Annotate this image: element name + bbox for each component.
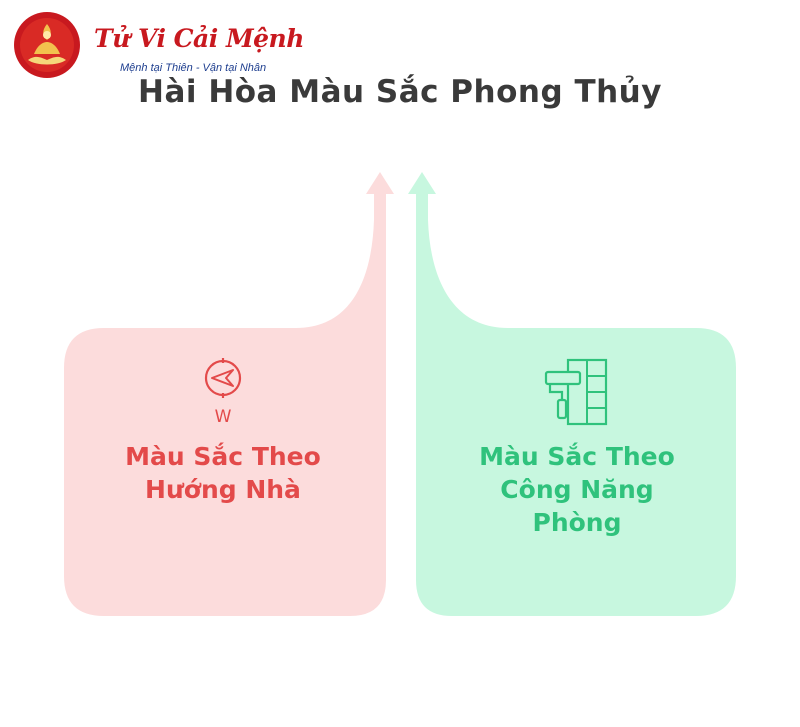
brand-logo: Tử Vi Cải Mệnh Mệnh tại Thiên - Vận tại … <box>8 6 304 84</box>
compass-west-letter: W <box>215 407 232 427</box>
page-title: Hài Hòa Màu Sắc Phong Thủy <box>138 74 662 110</box>
branch-right-label: Màu Sắc Theo Công Năng Phòng <box>479 442 675 537</box>
logo-name: Tử Vi Cải Mệnh <box>94 24 304 53</box>
branch-right: Màu Sắc Theo Công Năng Phòng <box>418 356 736 539</box>
compass-west-icon: W <box>204 358 242 427</box>
paint-roller-wall-icon <box>544 358 608 426</box>
logo-slogan: Mệnh tại Thiên - Vận tại Nhân <box>120 62 267 74</box>
branch-right-shape <box>408 172 736 616</box>
branch-left-label: Màu Sắc Theo Hướng Nhà <box>125 442 321 504</box>
branch-left: W Màu Sắc Theo Hướng Nhà <box>64 356 382 506</box>
lotus-buddha-logo-icon <box>14 12 80 78</box>
